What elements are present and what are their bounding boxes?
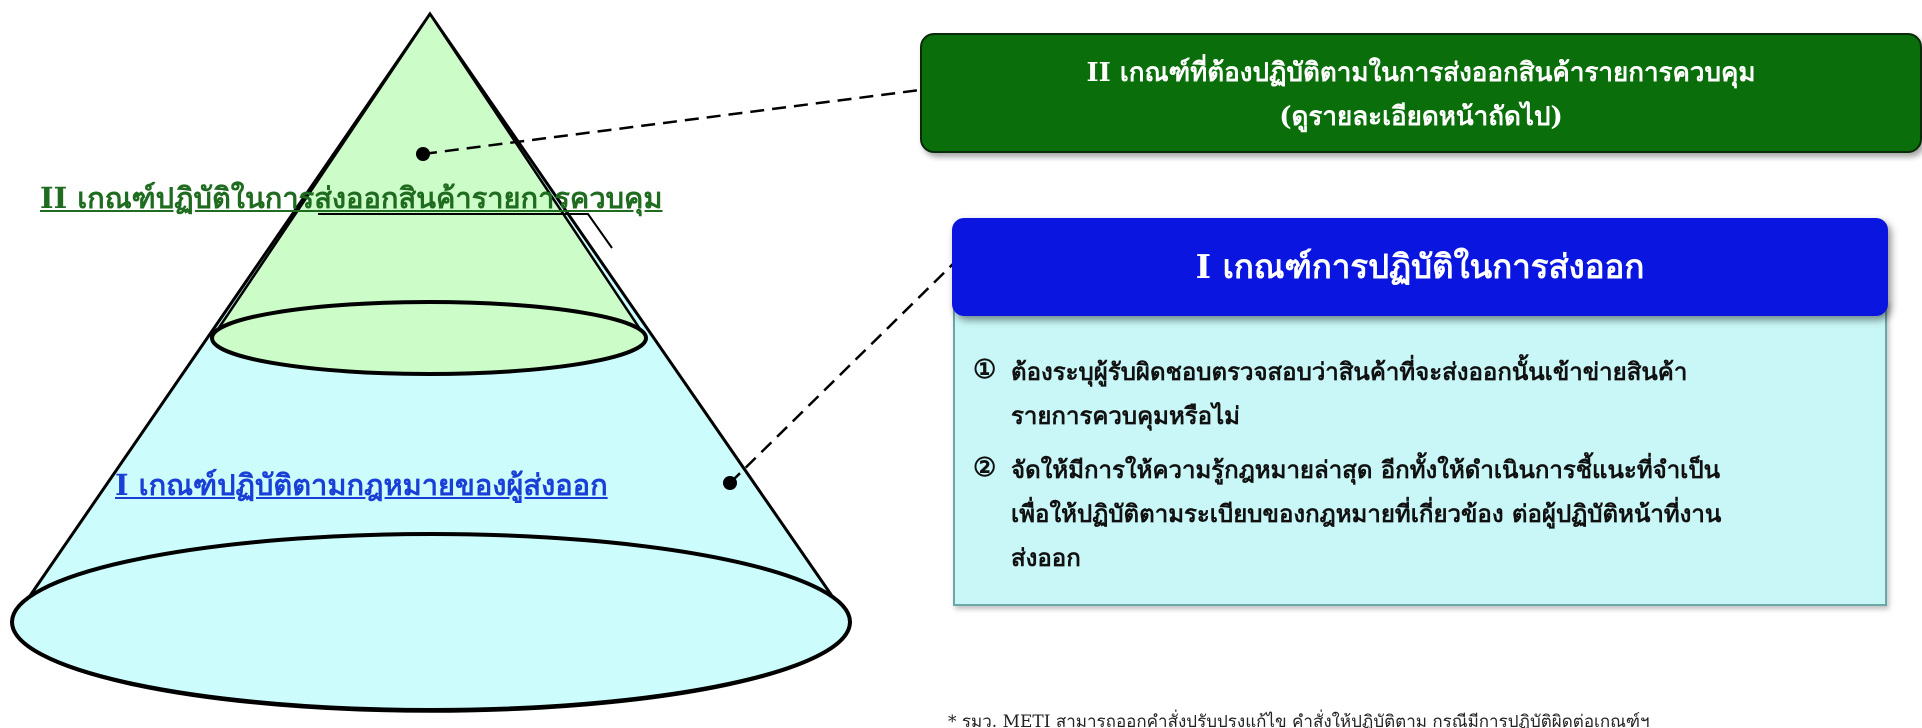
list-item: ② จัดให้มีการให้ความรู้กฎหมายล่าสุด อีกท… <box>973 448 1865 580</box>
connector-i <box>729 261 956 484</box>
connector-ii <box>422 88 921 156</box>
connector-i-dot <box>723 476 737 490</box>
footnote: * รมว. METI สามารถออกคำสั่งปรับปรุงแก้ไข… <box>948 712 1650 728</box>
inner-cone-rim-line <box>318 213 613 249</box>
cone-label-ii: II เกณฑ์ปฏิบัติในการส่งออกสินค้ารายการคว… <box>40 181 663 215</box>
callout-i-title: I เกณฑ์การปฏิบัติในการส่งออก <box>952 218 1888 316</box>
item-line: เพื่อให้ปฏิบัติตามระเบียบของกฎหมายที่เกี… <box>1011 499 1722 528</box>
callout-ii-box: II เกณฑ์ที่ต้องปฏิบัติตามในการส่งออกสินค… <box>920 33 1922 153</box>
outer-cone-base <box>10 532 852 712</box>
item-line: จัดให้มีการให้ความรู้กฎหมายล่าสุด อีกทั้… <box>1011 455 1721 484</box>
item-line: รายการควบคุมหรือไม่ <box>1011 401 1240 430</box>
callout-ii-line1: II เกณฑ์ที่ต้องปฏิบัติตามในการส่งออกสินค… <box>1086 58 1756 88</box>
item-number: ① <box>973 355 997 385</box>
callout-ii-line2: (ดูรายละเอียดหน้าถัดไป) <box>1279 102 1563 132</box>
item-line: ส่งออก <box>1011 543 1081 572</box>
callout-i-body: ① ต้องระบุผู้รับผิดชอบตรวจสอบว่าสินค้าที… <box>953 300 1887 606</box>
item-line: ต้องระบุผู้รับผิดชอบตรวจสอบว่าสินค้าที่จ… <box>1011 357 1688 386</box>
connector-ii-dot <box>416 147 430 161</box>
item-text: ต้องระบุผู้รับผิดชอบตรวจสอบว่าสินค้าที่จ… <box>1011 350 1687 438</box>
list-item: ① ต้องระบุผู้รับผิดชอบตรวจสอบว่าสินค้าที… <box>973 350 1865 438</box>
cone-label-i: I เกณฑ์ปฏิบัติตามกฎหมายของผู้ส่งออก <box>115 468 608 502</box>
inner-cone-base <box>210 300 648 376</box>
item-text: จัดให้มีการให้ความรู้กฎหมายล่าสุด อีกทั้… <box>1011 448 1721 580</box>
item-number: ② <box>973 453 997 483</box>
